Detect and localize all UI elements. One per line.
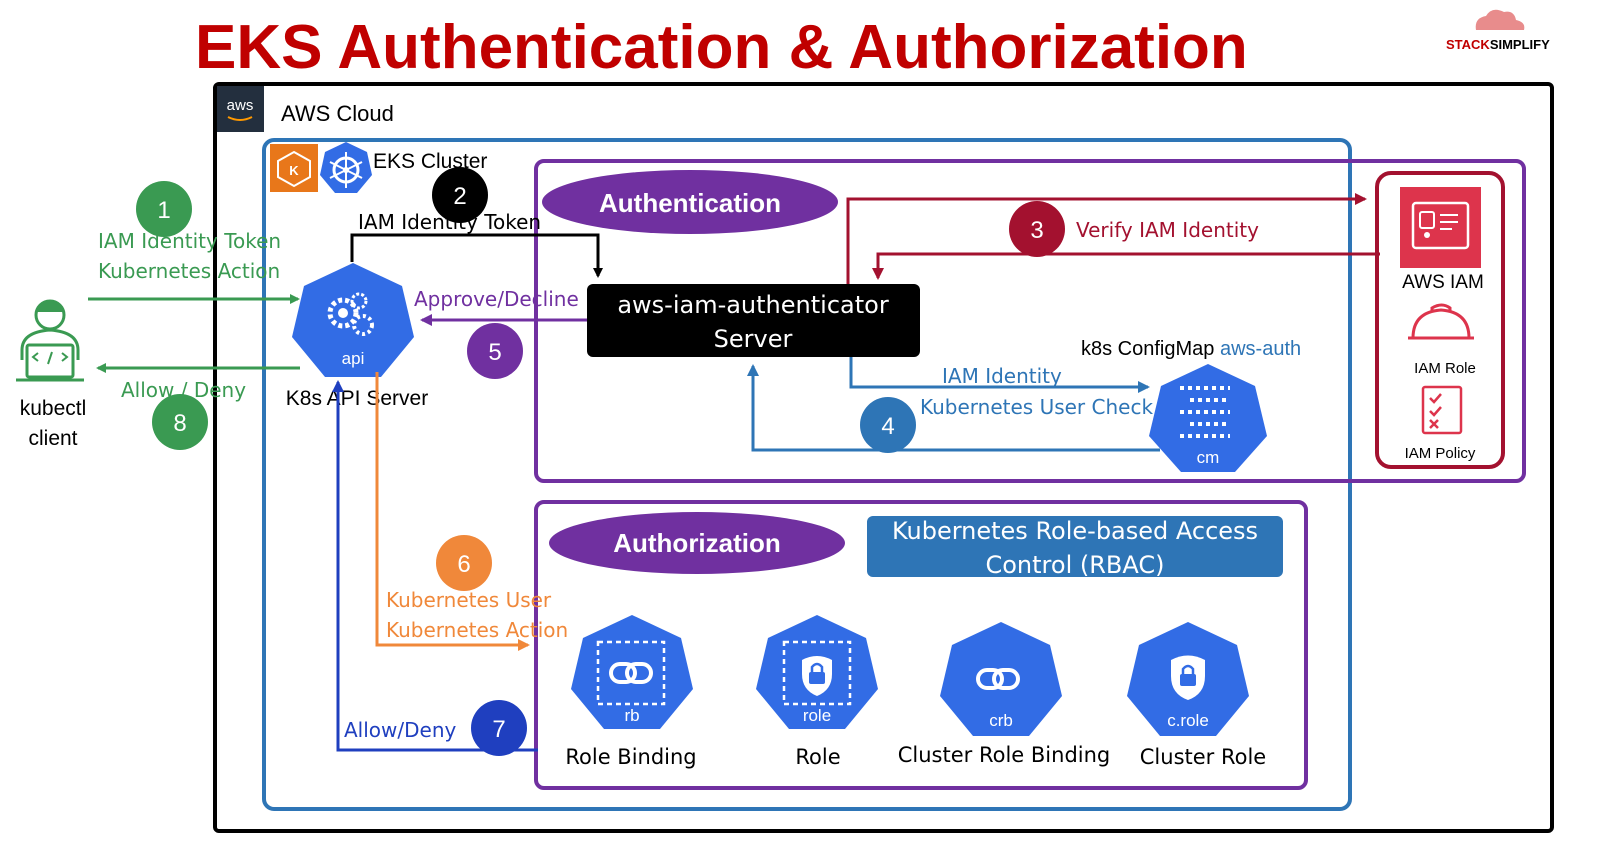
- step-1-circle: [136, 181, 192, 237]
- authentication-badge: [542, 170, 838, 234]
- arrow-step-2: [350, 233, 603, 278]
- step-4-line2: Kubernetes User Check: [920, 395, 1153, 419]
- configmap-icon: [1149, 364, 1267, 472]
- step-7-text: Allow/Deny: [344, 718, 457, 742]
- client-line2: client: [28, 427, 77, 450]
- step-5-circle: [467, 323, 523, 379]
- api-server-label: K8s API Server: [286, 387, 428, 410]
- step-4-line1: IAM Identity: [942, 364, 1062, 388]
- aws-logo-text: aws: [227, 97, 254, 114]
- step-6-line2: Kubernetes Action: [386, 618, 568, 642]
- step-2-circle: [432, 167, 488, 223]
- rbac-line2: Control (RBAC): [985, 551, 1164, 579]
- step-7-circle: [471, 700, 527, 756]
- svg-text:STACKSIMPLIFY: STACKSIMPLIFY: [1446, 37, 1550, 52]
- iam-policy-icon: [1421, 385, 1463, 435]
- cluster-role-binding-icon-text: crb: [989, 711, 1013, 730]
- aws-cloud-label: AWS Cloud: [281, 101, 394, 126]
- cluster-role-icon: [1127, 622, 1249, 736]
- role-binding-label: Role Binding: [565, 745, 696, 769]
- authorization-badge: [549, 512, 845, 574]
- api-server-icon: [292, 263, 414, 377]
- step-6-line1: Kubernetes User: [386, 588, 552, 612]
- configmap-icon-text: cm: [1197, 448, 1220, 467]
- cluster-role-binding-label: Cluster Role Binding: [898, 743, 1111, 767]
- iam-role-icon: [1408, 303, 1474, 340]
- svg-text:K: K: [289, 163, 299, 178]
- step-3-number: 3: [1030, 217, 1043, 244]
- aws-cloud-box: [213, 82, 1554, 833]
- authorization-title: Authorization: [613, 528, 781, 558]
- page-title: EKS Authentication & Authorization: [195, 13, 1248, 82]
- iam-policy-label: IAM Policy: [1405, 445, 1476, 462]
- brand-suffix: SIMPLIFY: [1490, 37, 1550, 52]
- authenticator-line2: Server: [714, 325, 793, 353]
- step-3-text: Verify IAM Identity: [1076, 218, 1259, 242]
- arrow-step-6: [375, 372, 530, 651]
- step-1-number: 1: [157, 197, 170, 224]
- arrow-step-4-back: [747, 364, 1160, 452]
- kubectl-user-icon: [16, 299, 84, 382]
- authorization-box: [534, 500, 1308, 790]
- step-3-circle: [1009, 201, 1065, 257]
- arrow-step-3-out: [846, 193, 1367, 284]
- step-4-number: 4: [881, 413, 894, 440]
- brand-prefix: STACK: [1446, 37, 1490, 52]
- step-2-number: 2: [453, 183, 466, 210]
- iam-role-label: IAM Role: [1414, 360, 1476, 377]
- eks-cluster-box: [262, 138, 1352, 811]
- role-icon: [756, 615, 878, 729]
- step-4-circle: [860, 397, 916, 453]
- stacksimplify-logo: STACKSIMPLIFY: [1446, 9, 1550, 52]
- authenticator-line1: aws-iam-authenticator: [617, 291, 889, 319]
- aws-iam-label: AWS IAM: [1402, 272, 1484, 293]
- role-binding-icon-text: rb: [624, 706, 639, 725]
- role-label: Role: [795, 745, 840, 769]
- step-1-line2: Kubernetes Action: [98, 259, 280, 283]
- step-6-number: 6: [457, 551, 470, 578]
- cluster-role-label: Cluster Role: [1140, 745, 1266, 769]
- kubernetes-wheel-icon: [320, 142, 372, 193]
- cluster-role-icon-text: c.role: [1167, 711, 1209, 730]
- arrow-step-3-back: [872, 252, 1380, 280]
- step-1-line1: IAM Identity Token: [98, 229, 281, 253]
- role-binding-icon: [571, 615, 693, 729]
- step-8-number: 8: [173, 410, 186, 437]
- role-icon-text: role: [803, 706, 831, 725]
- step-2-text: IAM Identity Token: [358, 210, 541, 234]
- step-6-circle: [436, 535, 492, 591]
- step-8-circle: [152, 394, 208, 450]
- aws-iam-icon: [1400, 187, 1481, 268]
- configmap-name: aws-auth: [1220, 338, 1301, 360]
- iam-panel: [1375, 171, 1505, 469]
- configmap-label: k8s ConfigMap aws-auth: [1081, 338, 1301, 360]
- arrow-step-7: [332, 380, 538, 752]
- eks-icon: K: [270, 144, 318, 192]
- aws-smile-icon: [227, 116, 253, 121]
- rbac-banner: [867, 516, 1283, 577]
- authentication-title: Authentication: [599, 188, 781, 218]
- client-line1: kubectl: [20, 397, 87, 420]
- step-5-text: Approve/Decline: [414, 287, 579, 311]
- api-icon-text: api: [342, 349, 365, 368]
- arrow-step-4-out: [849, 357, 1150, 393]
- step-7-number: 7: [492, 716, 505, 743]
- cluster-role-binding-icon: [940, 622, 1062, 736]
- aws-logo-badge: [217, 86, 264, 132]
- step-5-number: 5: [488, 339, 501, 366]
- authenticator-server-box: [587, 284, 920, 357]
- rbac-line1: Kubernetes Role-based Access: [892, 517, 1258, 545]
